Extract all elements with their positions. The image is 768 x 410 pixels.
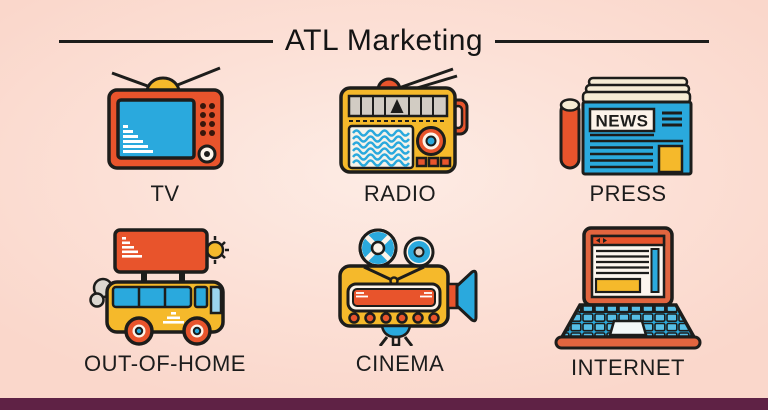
label-radio: RADIO <box>363 181 437 206</box>
label-cinema: CINEMA <box>355 351 445 376</box>
cinema-icon <box>338 228 478 346</box>
title-rule-left <box>58 39 273 43</box>
title-row: ATL Marketing <box>0 24 768 58</box>
radio-icon <box>339 67 469 174</box>
news-headline: NEWS <box>596 112 649 131</box>
media-item-radio: RADIO <box>288 62 512 207</box>
press-icon: NEWS <box>559 76 693 176</box>
media-item-tv: TV <box>53 62 277 207</box>
media-item-out-of-home: OUT-OF-HOME <box>53 224 277 377</box>
out-of-home-icon <box>89 228 229 346</box>
label-tv: TV <box>150 181 180 206</box>
footer-accent-bar <box>0 398 768 410</box>
tv-icon <box>107 66 224 170</box>
label-out-of-home: OUT-OF-HOME <box>84 351 246 376</box>
label-press: PRESS <box>589 181 667 206</box>
internet-icon <box>554 226 702 350</box>
page-title: ATL Marketing <box>284 24 484 57</box>
title-rule-right <box>495 39 710 43</box>
media-item-cinema: CINEMA <box>288 224 512 377</box>
media-item-press: NEWS PRESS <box>516 62 740 207</box>
label-internet: INTERNET <box>571 355 685 380</box>
media-item-internet: INTERNET <box>516 224 740 381</box>
